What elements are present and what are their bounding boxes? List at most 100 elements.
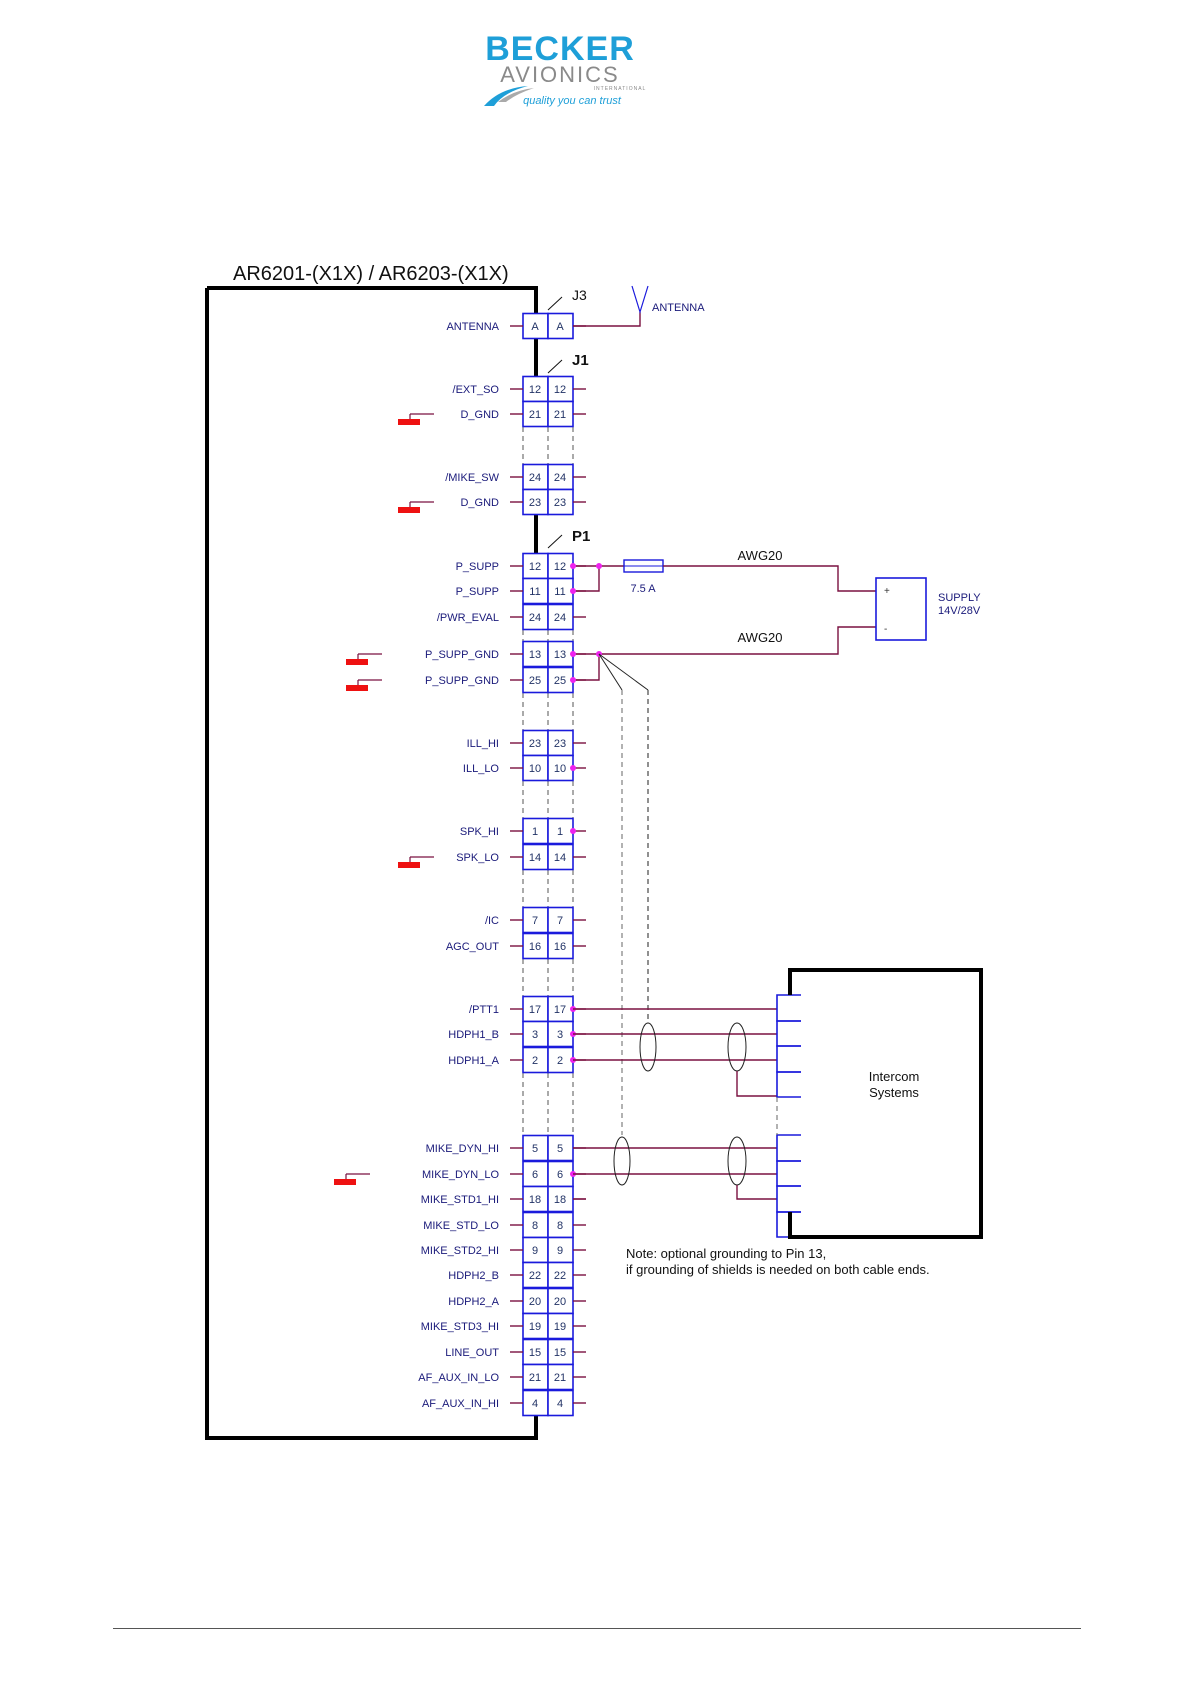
- pin-cell-right: [547, 1389, 574, 1417]
- pin-number-right: 20: [554, 1296, 566, 1308]
- junction-node: [570, 828, 576, 834]
- shield-ellipse-icon: [727, 1022, 747, 1072]
- pin-number-right: 11: [554, 586, 565, 598]
- pin-number-left: 15: [529, 1347, 541, 1359]
- pin-number-left: 23: [529, 738, 541, 750]
- intercom-terminal: [776, 994, 801, 1022]
- pin-number-left: 24: [529, 472, 541, 484]
- pin-cell-left: [522, 1389, 549, 1417]
- supply-plus: +: [884, 586, 890, 597]
- pin-number-right: 18: [554, 1194, 566, 1206]
- shield-drain-intercom-2: [736, 1185, 777, 1200]
- connector-label-p1: P1: [572, 528, 590, 545]
- pin-number-right: 24: [554, 612, 566, 624]
- note-line-1: Note: optional grounding to Pin 13,: [626, 1246, 826, 1261]
- signal-label: MIKE_DYN_LO: [422, 1169, 499, 1181]
- becker-avionics-logo: BECKER AVIONICS INTERNATIONAL quality yo…: [484, 30, 647, 107]
- pin-number-right: 4: [557, 1398, 563, 1410]
- supply-label-2: 14V/28V: [938, 605, 981, 617]
- pin-number-right: A: [556, 321, 564, 333]
- pin-cell-right: [547, 463, 574, 491]
- note-line-2: if grounding of shields is needed on bot…: [626, 1262, 930, 1277]
- pin-number-left: 7: [532, 915, 538, 927]
- pin-number-right: 16: [554, 941, 566, 953]
- pin-number-right: 7: [557, 915, 563, 927]
- antenna-icon: [631, 285, 649, 315]
- pin-number-right: 5: [557, 1143, 563, 1155]
- psupp-bridge: [573, 565, 600, 592]
- signal-label: /PTT1: [469, 1004, 499, 1016]
- pin-cell-left: [522, 488, 549, 516]
- shield-drain-intercom-1: [736, 1071, 777, 1097]
- pin-cell-right: [547, 666, 574, 694]
- signal-label: P_SUPP_GND: [425, 675, 499, 687]
- pin-number-left: 17: [529, 1004, 541, 1016]
- pin-number-left: 2: [532, 1055, 538, 1067]
- pin-cell-right: [547, 488, 574, 516]
- antenna-label: ANTENNA: [652, 302, 705, 314]
- pin-number-right: 21: [554, 1372, 566, 1384]
- shield-ellipse-icon: [613, 1136, 631, 1186]
- shield-ellipse-icon: [639, 1022, 657, 1072]
- diagram-title: AR6201-(X1X) / AR6203-(X1X): [233, 263, 509, 285]
- pin-number-left: 10: [529, 763, 541, 775]
- pin-cell-right: [547, 817, 574, 845]
- supply-label-1: SUPPLY: [938, 592, 981, 604]
- signal-label: AF_AUX_IN_LO: [418, 1372, 499, 1384]
- pin-number-right: 17: [554, 1004, 566, 1016]
- signal-label: /EXT_SO: [453, 384, 500, 396]
- signal-label: HDPH1_A: [448, 1055, 499, 1067]
- pin-cell-right: [547, 312, 574, 340]
- pin-number-right: 8: [557, 1220, 563, 1232]
- antenna-wire: [573, 312, 641, 327]
- logo-swoosh-gray-icon: [498, 88, 534, 102]
- pin-number-left: 1: [532, 826, 538, 838]
- logo-becker: BECKER: [485, 30, 635, 68]
- signal-label: ILL_HI: [467, 738, 499, 750]
- pin-number-right: 23: [554, 497, 566, 509]
- signal-label: MIKE_STD3_HI: [421, 1321, 499, 1333]
- p1-leader: [547, 534, 563, 549]
- pin-cell-left: [522, 577, 549, 605]
- signal-label: MIKE_STD2_HI: [421, 1245, 499, 1257]
- signal-label: ANTENNA: [446, 321, 499, 333]
- signal-label: LINE_OUT: [445, 1347, 499, 1359]
- signal-label: P_SUPP: [456, 561, 499, 573]
- pin-number-right: 15: [554, 1347, 566, 1359]
- pin-cell-right: [547, 1134, 574, 1162]
- pin-cell-left: [522, 1046, 549, 1074]
- junction-node: [570, 651, 576, 657]
- pin-number-right: 3: [557, 1029, 563, 1041]
- ground-symbol-icon: [398, 507, 420, 513]
- pin-cell-left: [522, 995, 549, 1023]
- intercom-terminal: [776, 1045, 801, 1073]
- signal-label: D_GND: [460, 497, 499, 509]
- pin-number-right: 13: [554, 649, 566, 661]
- junction-node: [570, 765, 576, 771]
- signal-label: /MIKE_SW: [445, 472, 499, 484]
- pin-number-left: 14: [529, 852, 541, 864]
- pin-number-right: 21: [554, 409, 566, 421]
- ground-symbol-icon: [346, 685, 368, 691]
- pin-number-right: 25: [554, 675, 566, 687]
- awg-label-top: AWG20: [737, 548, 782, 563]
- pin-number-left: 19: [529, 1321, 541, 1333]
- junction-node: [596, 563, 602, 569]
- pin-number-left: 4: [532, 1398, 538, 1410]
- pin-number-left: 25: [529, 675, 541, 687]
- psupp-gnd-bridge: [573, 654, 600, 681]
- signal-label: /IC: [485, 915, 499, 927]
- pin-number-left: 9: [532, 1245, 538, 1257]
- pin-number-right: 22: [554, 1270, 566, 1282]
- pin-number-right: 2: [557, 1055, 563, 1067]
- intercom-terminal: [776, 1020, 801, 1047]
- intercom-label-2: Systems: [869, 1085, 919, 1100]
- awg-label-bottom: AWG20: [737, 630, 782, 645]
- pin-number-left: 20: [529, 1296, 541, 1308]
- junction-node: [570, 588, 576, 594]
- pin-cell-left: [522, 843, 549, 871]
- pin-number-right: 24: [554, 472, 566, 484]
- logo-international: INTERNATIONAL: [594, 86, 647, 92]
- pin-number-left: 23: [529, 497, 541, 509]
